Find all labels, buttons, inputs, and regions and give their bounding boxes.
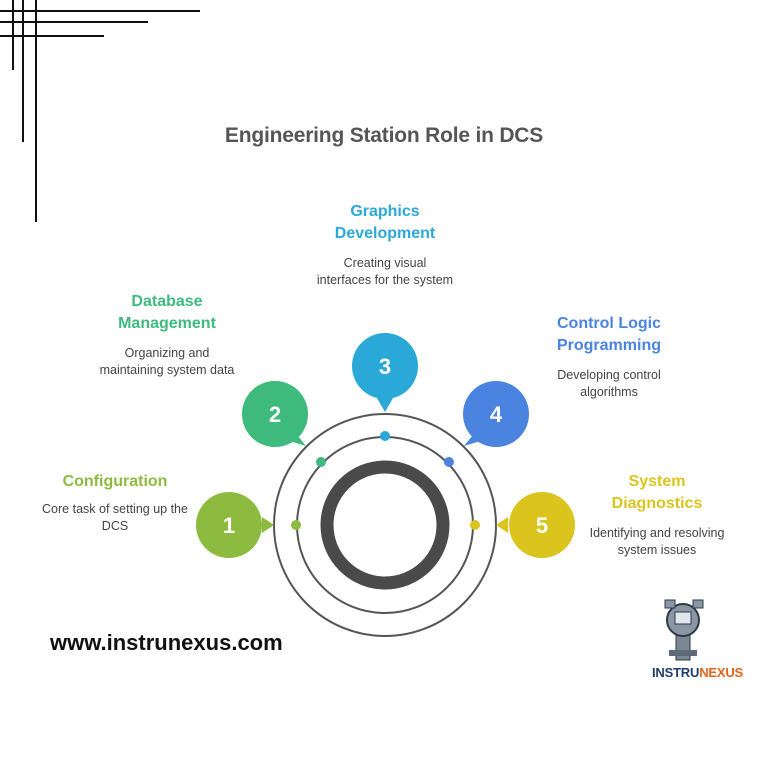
dot-4 [444, 457, 454, 467]
corner-line-v2 [22, 0, 24, 142]
corner-line-v1 [35, 0, 37, 222]
dot-3 [380, 431, 390, 441]
step-graphics-development: Graphics Development Creating visual int… [315, 201, 455, 289]
badge-2-number: 2 [269, 402, 281, 427]
step-description: Creating visual interfaces for the syste… [316, 256, 454, 287]
step-title: Database Management [118, 293, 216, 332]
logo-part-1: INSTRU [652, 665, 700, 680]
step-description: Core task of setting up the DCS [42, 502, 188, 533]
logo-part-2: NEXUS [699, 665, 743, 680]
transmitter-logo-icon [664, 599, 704, 661]
corner-line-v3 [12, 0, 14, 70]
step-title: Control Logic Programming [556, 315, 661, 354]
step-database-management: Database Management Organizing and maint… [92, 291, 242, 379]
step-description: Organizing and maintaining system data [99, 346, 235, 377]
step-title: Graphics Development [334, 203, 436, 242]
corner-line-h1 [0, 10, 200, 12]
dot-1 [291, 520, 301, 530]
dot-2 [316, 457, 326, 467]
dot-5 [470, 520, 480, 530]
brand-logo-text: INSTRUNEXUS [652, 665, 743, 680]
step-control-logic-programming: Control Logic Programming Developing con… [534, 313, 684, 401]
badge-1: 1 [196, 492, 274, 558]
badge-5-number: 5 [536, 513, 548, 538]
corner-line-h2 [0, 21, 148, 23]
outer-ring [273, 413, 497, 637]
step-title: System Diagnostics [611, 473, 703, 512]
website-url: www.instrunexus.com [50, 630, 283, 655]
step-title: Configuration [62, 473, 168, 490]
badge-5: 5 [496, 492, 575, 558]
step-configuration: Configuration Core task of setting up th… [40, 471, 190, 535]
step-description: Identifying and resolving system issues [589, 526, 725, 557]
badge-3: 3 [352, 333, 418, 412]
badge-1-number: 1 [223, 513, 235, 538]
badge-2: 2 [242, 381, 308, 447]
diagram-title: Engineering Station Role in DCS [224, 124, 544, 147]
corner-line-h3 [0, 35, 104, 37]
badge-4-number: 4 [490, 402, 503, 427]
step-system-diagnostics: System Diagnostics Identifying and resol… [582, 471, 732, 559]
badge-3-number: 3 [379, 354, 391, 379]
badge-4: 4 [463, 381, 529, 447]
center-ring [320, 460, 450, 590]
step-description: Developing control algorithms [557, 368, 661, 399]
